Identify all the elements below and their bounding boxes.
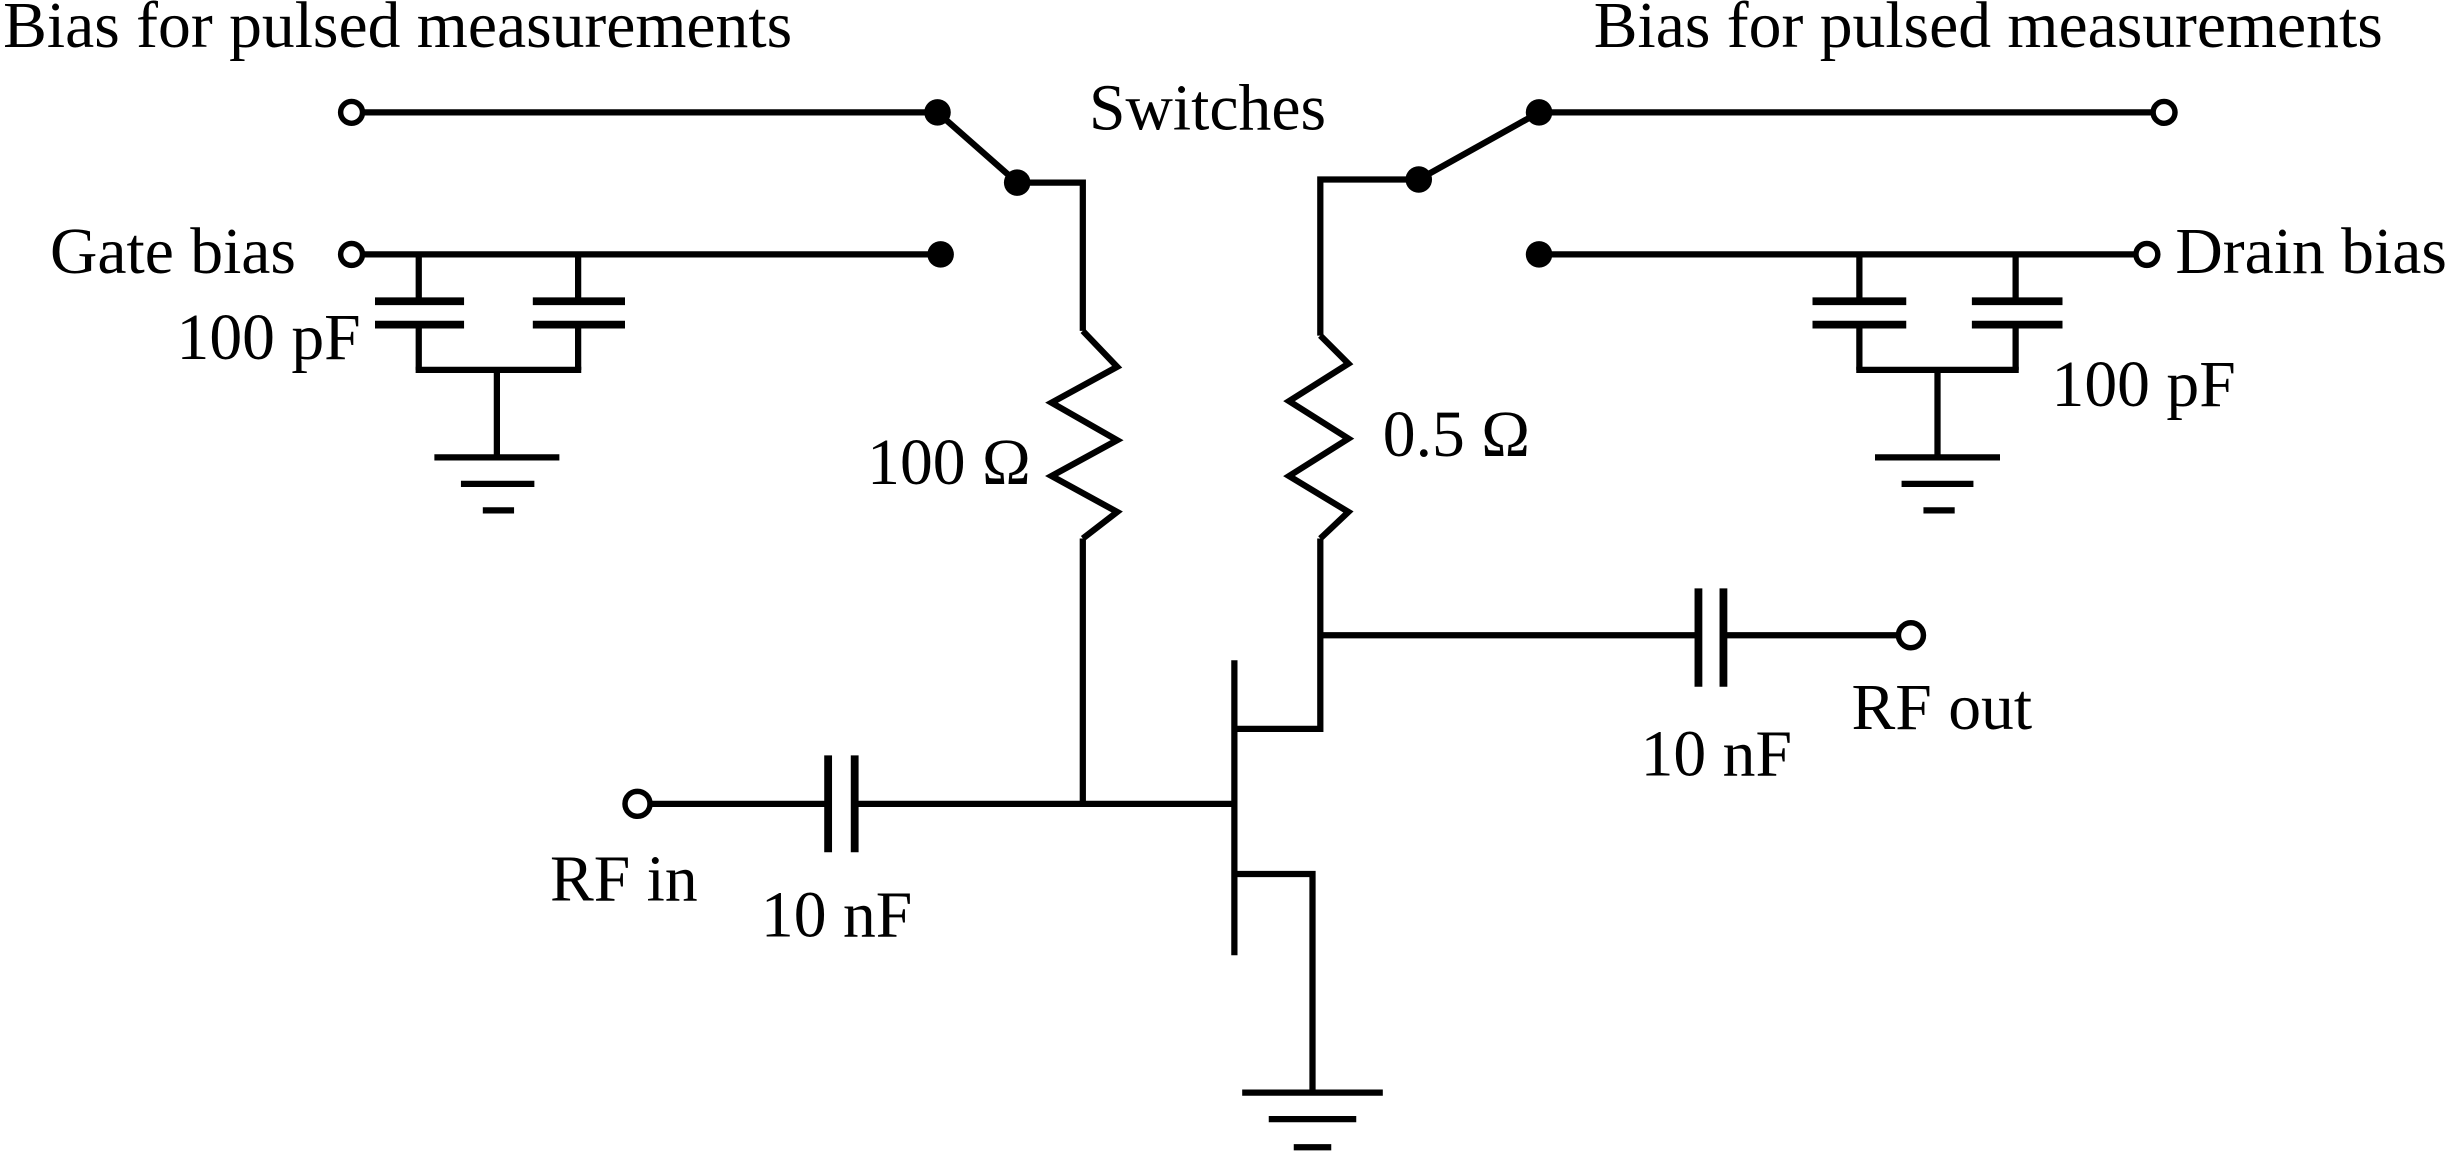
drain-decoupling-capacitor-label: 100 pF bbox=[2052, 349, 2236, 421]
gate-resistor bbox=[1045, 328, 1124, 541]
gate-switch-dc-contact bbox=[927, 241, 954, 268]
gate-switch-arm bbox=[935, 110, 1020, 185]
switches-label: Switches bbox=[1089, 73, 1326, 145]
output-coupling-capacitor-label: 10 nF bbox=[1641, 719, 1792, 791]
rf-out-terminal bbox=[1895, 620, 1927, 651]
drain-pulsed-bias-terminal bbox=[2150, 98, 2178, 127]
gate-switch-pulsed-contact bbox=[924, 99, 951, 126]
gate-bias-terminal bbox=[337, 240, 366, 269]
drain-resistor-to-drain-wire bbox=[1234, 538, 1324, 733]
gate-switch-output-wire bbox=[1017, 179, 1086, 331]
gate-ground-symbol bbox=[434, 454, 560, 514]
rf-out-label: RF out bbox=[1852, 672, 2033, 744]
drain-pulsed-bias-label: Bias for pulsed measurements bbox=[1594, 0, 2383, 62]
drain-switch-pulsed-contact bbox=[1525, 99, 1553, 126]
drain-pulsed-bias-branch bbox=[1234, 98, 2178, 733]
drain-ground-symbol bbox=[1875, 454, 2000, 514]
rf-in-terminal bbox=[622, 788, 653, 820]
drain-resistor bbox=[1283, 333, 1355, 541]
gate-bias-label: Gate bias bbox=[50, 216, 296, 288]
source-ground-symbol bbox=[1242, 1089, 1383, 1151]
drain-switch-arm bbox=[1417, 109, 1541, 183]
drain-bias-terminal bbox=[2133, 240, 2161, 269]
gate-dc-bias-branch bbox=[337, 240, 954, 514]
drain-resistor-label: 0.5 Ω bbox=[1383, 399, 1530, 471]
drain-bias-label: Drain bias bbox=[2175, 216, 2446, 288]
gate-pulsed-bias-label: Bias for pulsed measurements bbox=[3, 0, 792, 62]
gate-resistor-label: 100 Ω bbox=[867, 427, 1031, 499]
gate-decoupling-capacitor-label: 100 pF bbox=[177, 302, 361, 374]
input-coupling-capacitor-label: 10 nF bbox=[761, 880, 912, 952]
source-to-ground-wire bbox=[1234, 870, 1316, 1093]
rf-in-label: RF in bbox=[550, 844, 698, 916]
drain-switch-dc-contact bbox=[1525, 241, 1553, 268]
transistor-symbol bbox=[1231, 660, 1383, 1151]
drain-dc-bias-branch bbox=[1525, 240, 2161, 514]
gate-pulsed-bias-branch bbox=[337, 98, 1124, 804]
drain-switch-output-wire bbox=[1317, 176, 1419, 336]
gate-pulsed-bias-terminal bbox=[337, 98, 366, 127]
rf-input-branch bbox=[622, 755, 1235, 853]
rf-output-branch bbox=[1320, 588, 1927, 687]
